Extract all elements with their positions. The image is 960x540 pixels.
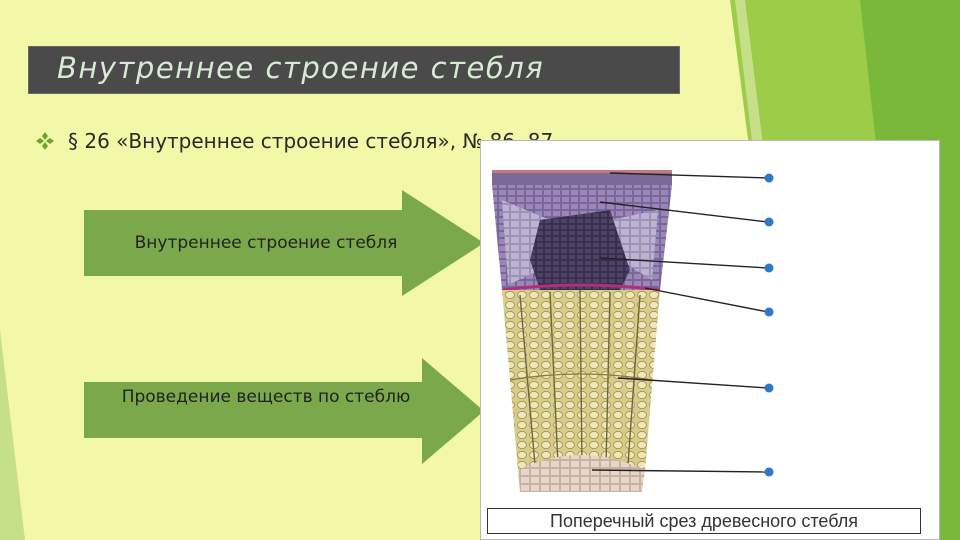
figure-caption: Поперечный срез древесного стебля: [487, 508, 921, 534]
arrow-label-2: Проведение веществ по стеблю: [121, 387, 411, 407]
arrow-substance-transport[interactable]: Проведение веществ по стеблю: [80, 356, 488, 466]
slide-title: Внутреннее строение стебля: [57, 51, 545, 85]
pointer-marker-5[interactable]: [764, 383, 774, 393]
arrow-internal-structure[interactable]: Внутреннее строение стебля: [80, 188, 488, 298]
stem-cross-section-image: [492, 170, 774, 492]
bullet-item: § 26 «Внутреннее строение стебля», № 86,…: [36, 126, 553, 156]
title-bar: Внутреннее строение стебля: [28, 46, 680, 94]
arrow-shape: [84, 358, 484, 464]
arrow-label-1: Внутреннее строение стебля: [134, 233, 398, 253]
arrow-shape: [84, 190, 484, 296]
pointer-marker-1[interactable]: [764, 173, 774, 183]
bullet-text: § 26 «Внутреннее строение стебля», № 86,…: [68, 129, 554, 153]
pointer-marker-6[interactable]: [764, 467, 774, 477]
diamond-cluster-icon: [36, 132, 54, 150]
pointer-marker-3[interactable]: [764, 263, 774, 273]
pointer-marker-2[interactable]: [764, 217, 774, 227]
pointer-marker-4[interactable]: [764, 307, 774, 317]
